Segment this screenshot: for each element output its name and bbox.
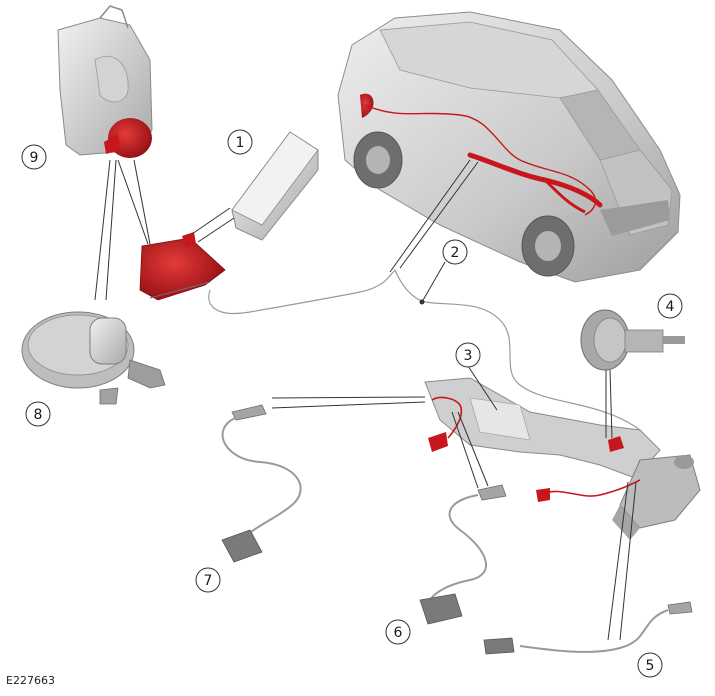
svg-text:1: 1 bbox=[236, 135, 245, 151]
highlighted-module bbox=[139, 232, 226, 301]
svg-text:4: 4 bbox=[666, 299, 675, 315]
svg-text:5: 5 bbox=[646, 658, 655, 674]
svg-text:9: 9 bbox=[30, 150, 39, 166]
callout-7: 7 bbox=[195, 567, 221, 593]
svg-text:2: 2 bbox=[451, 245, 460, 261]
component-3-exhaust bbox=[424, 365, 701, 540]
svg-text:3: 3 bbox=[464, 348, 473, 364]
callout-5: 5 bbox=[637, 652, 663, 678]
svg-text:8: 8 bbox=[34, 407, 43, 423]
component-1-module bbox=[191, 131, 319, 243]
figure-reference-code: E227663 bbox=[6, 674, 55, 687]
component-6-sensor bbox=[419, 411, 507, 625]
callout-8: 8 bbox=[25, 401, 51, 427]
vehicle bbox=[337, 11, 681, 283]
component-4-actuator bbox=[580, 309, 685, 439]
callout-9: 9 bbox=[21, 144, 47, 170]
component-7-sensor bbox=[221, 396, 426, 563]
callout-6: 6 bbox=[385, 619, 411, 645]
svg-text:7: 7 bbox=[204, 573, 213, 589]
component-5-sensor bbox=[483, 481, 693, 655]
component-8-pump bbox=[21, 311, 166, 405]
callout-4: 4 bbox=[657, 293, 683, 319]
sensor-connector-highlight bbox=[428, 432, 448, 452]
callout-1: 1 bbox=[227, 129, 253, 155]
callout-3: 3 bbox=[455, 342, 481, 368]
component-2-harness bbox=[208, 159, 641, 431]
exhaust-sensor-highlight bbox=[608, 436, 624, 452]
svg-text:6: 6 bbox=[394, 625, 403, 641]
vehicle-harness-highlight bbox=[467, 152, 603, 208]
component-9-reservoir bbox=[57, 5, 153, 158]
callout-2: 2 bbox=[442, 239, 468, 265]
